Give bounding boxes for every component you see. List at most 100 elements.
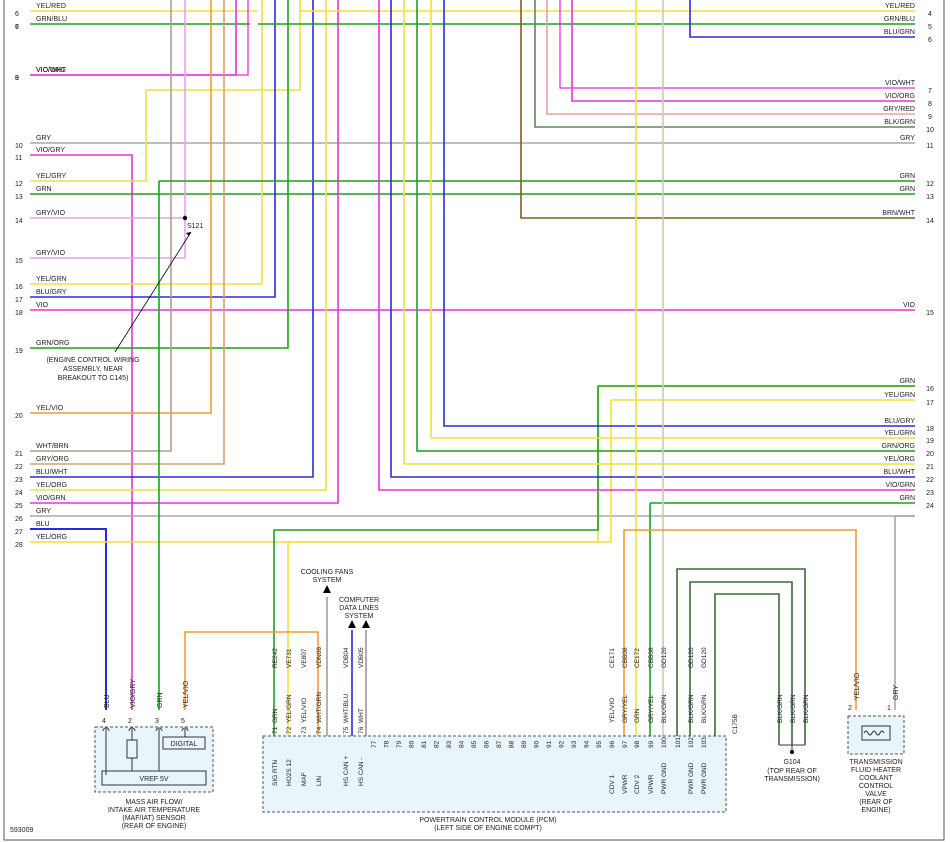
- tfh-pin-number: 2: [848, 705, 852, 712]
- wire-number-left: 25: [15, 503, 23, 510]
- wire-number-left: 28: [15, 542, 23, 549]
- ground-wire-label: BLK/GRN: [790, 694, 797, 723]
- wire-number-left: 18: [15, 310, 23, 317]
- left-wire-labels: YEL/RED6GRN/BLU67VIO/ORG8VIO/WHT9GRY10VI…: [15, 3, 69, 549]
- wire-number-right: 8: [928, 101, 932, 108]
- wire-label-right: GRN: [899, 495, 915, 502]
- maf-pin-wire: BLU: [104, 694, 111, 708]
- wire-label-left: VIO/WHT: [36, 67, 67, 74]
- pcm-pin-number: 87: [496, 740, 503, 748]
- data-arrow-1: [348, 620, 356, 628]
- wire-label-left: BLU: [36, 521, 50, 528]
- maf-sensor: VREF 5V DIGITAL 4BLU2VIO/GRY3GRN5YEL/VIO…: [94, 679, 214, 830]
- pcm-pin-number: 99: [648, 740, 655, 748]
- wire-label-left: GRY/ORG: [36, 456, 69, 463]
- wire-label-left: YEL/RED: [36, 3, 66, 10]
- wire-label-left: GRN: [36, 186, 52, 193]
- pcm-pin-wire: WHT/BLU: [343, 693, 350, 723]
- wire-number-left: 10: [15, 143, 23, 150]
- splice-arrow: [186, 232, 191, 236]
- wire-number-right: 4: [928, 11, 932, 18]
- vref-label: VREF 5V: [139, 776, 169, 783]
- wire-label-right: GRN/ORG: [882, 443, 915, 450]
- tfh-pin-number: 1: [887, 705, 891, 712]
- digital-label: DIGITAL: [171, 741, 198, 748]
- wire-number-left: 6: [15, 24, 19, 31]
- pcm-pin-number: 90: [534, 740, 541, 748]
- pcm-pin-wire: WHT: [358, 708, 365, 723]
- wire-number-left: 7: [15, 24, 19, 31]
- pcm-pin-number: 78: [384, 740, 391, 748]
- vref-box: [101, 770, 207, 786]
- pcm-pin-wire: GRN: [272, 708, 279, 723]
- pcm-pin-circuit: CE171: [609, 648, 616, 668]
- wire-number-left: 11: [15, 155, 22, 162]
- pcm-pin-number: 76: [358, 726, 365, 734]
- left-wire-group: [30, 0, 915, 710]
- wire-label-right: GRN: [899, 173, 915, 180]
- wire-label-right: YEL/GRN: [884, 392, 915, 399]
- cooling-arrow: [323, 585, 331, 593]
- pcm-pin-number: 100: [661, 737, 668, 748]
- pcm-connector-label: C175B: [732, 714, 739, 734]
- pcm-pin-number: 72: [286, 726, 293, 734]
- pcm-pin-function: MAF: [301, 772, 308, 786]
- pcm-pin-circuit: GD120: [688, 647, 695, 668]
- pcm-pin-number: 79: [396, 740, 403, 748]
- wire-label-left: YEL/VIO: [36, 405, 64, 412]
- pcm-pin-circuit: GD120: [701, 647, 708, 668]
- pcm-pin-function: PWR GND: [701, 762, 708, 794]
- maf-pin-terminal: [155, 727, 163, 732]
- wire-number-right: 13: [926, 194, 934, 201]
- wire-number-right: 5: [928, 24, 932, 31]
- diagram-border: [3, 0, 945, 841]
- pcm-pin-circuit: CE172: [634, 648, 641, 668]
- pcm-caption: POWERTRAIN CONTROL MODULE (PCM)(LEFT SID…: [419, 817, 556, 832]
- wire-number-left: 17: [15, 297, 23, 304]
- maf-pin-wire: YEL/VIO: [183, 680, 190, 708]
- tfh-box: [847, 715, 905, 755]
- wire-label-right: VIO/ORG: [885, 93, 915, 100]
- wire-label-right: BLU/GRY: [884, 418, 915, 425]
- pcm-pin-circuit: VE731: [286, 648, 293, 668]
- wire-label-left: BLU/WHT: [36, 469, 68, 476]
- right-wire-labels: YEL/RED4GRN/BLU5BLU/GRN6VIO/WHT7VIO/ORG8…: [882, 3, 934, 510]
- pcm-pin-number: 86: [484, 740, 491, 748]
- wire-number-right: 22: [926, 477, 934, 484]
- wire-number-right: 14: [926, 218, 934, 225]
- pcm-pin-circuit: CBB08: [622, 647, 629, 668]
- pcm-pin-number: 71: [272, 726, 279, 734]
- pcm-pin-wire: YEL/VIO: [301, 698, 308, 723]
- pcm-pin-number: 77: [371, 740, 378, 748]
- maf-pin-wire: VIO/GRY: [130, 679, 137, 708]
- pcm-pin-wire: YEL/VIO: [609, 698, 616, 723]
- wire-label-left: GRY: [36, 508, 51, 515]
- wire-number-right: 24: [926, 503, 934, 510]
- wire-label-right: GRN: [899, 378, 915, 385]
- wire-label-right: BRN/WHT: [882, 210, 915, 217]
- digital-box: [162, 736, 206, 750]
- pcm-pin-wire: YEL/GRN: [286, 694, 293, 723]
- wire-label-right: BLK/GRN: [884, 119, 915, 126]
- maf-pin-number: 4: [102, 718, 106, 725]
- pcm-pin-wire: GRY/YEL: [648, 695, 655, 723]
- wire-number-left: 15: [15, 258, 23, 265]
- wire-number-right: 20: [926, 451, 934, 458]
- pcm-pin-number: 91: [546, 740, 553, 748]
- pcm-pin-number: 75: [343, 726, 350, 734]
- wire-label-right: GRY/RED: [883, 106, 915, 113]
- wire-label-right: GRN: [899, 186, 915, 193]
- wire-number-right: 7: [928, 88, 932, 95]
- diagram-id: 593009: [10, 827, 33, 834]
- wire-number-left: 20: [15, 413, 23, 420]
- pcm-pin-number: 85: [471, 740, 478, 748]
- pcm-pin-number: 81: [421, 740, 428, 748]
- pcm-pin-circuit: VDB04: [343, 647, 350, 668]
- pcm-pin-number: 88: [509, 740, 516, 748]
